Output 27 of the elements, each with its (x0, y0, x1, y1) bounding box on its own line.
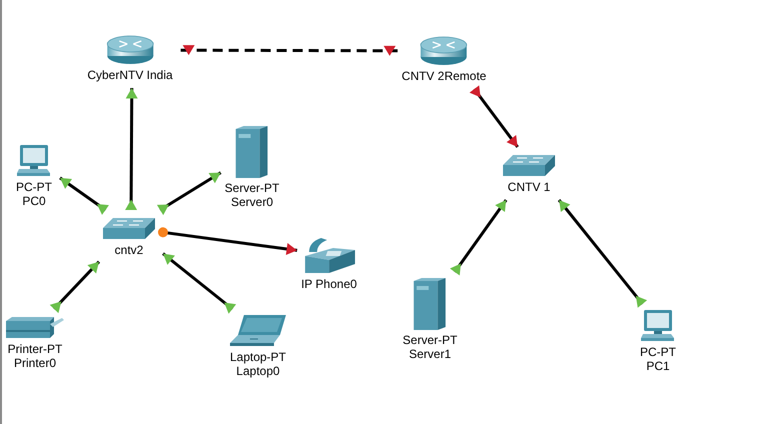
network-link (162, 252, 236, 314)
network-link (558, 199, 648, 308)
device-name-label: Server0 (230, 195, 274, 209)
network-link (59, 176, 109, 215)
network-link (450, 199, 508, 276)
device-model-label: PC-PT (16, 180, 52, 194)
device-name-label: CNTV 2Remote (402, 69, 486, 83)
device-name-label: Printer0 (14, 356, 56, 370)
device-name-label: cntv2 (114, 243, 144, 257)
device-name-label: IP Phone0 (301, 277, 357, 291)
device-name-label: Server1 (408, 347, 452, 361)
device-model-label: Laptop-PT (230, 350, 286, 364)
device-model-label: Server-PT (224, 181, 280, 195)
device-name-label: Laptop0 (236, 364, 280, 378)
network-link (156, 171, 222, 216)
network-link (158, 227, 298, 255)
network-link (180, 48, 398, 52)
device-name-label: PC1 (646, 359, 670, 373)
device-name-label: CyberNTV India (87, 68, 173, 82)
device-name-label: PC0 (22, 194, 46, 208)
network-link (125, 88, 138, 210)
network-link (50, 260, 100, 314)
network-link (470, 85, 519, 148)
device-model-label: Server-PT (402, 333, 458, 347)
device-name-label: CNTV 1 (508, 180, 550, 194)
device-model-label: PC-PT (640, 345, 676, 359)
device-model-label: Printer-PT (8, 342, 62, 356)
